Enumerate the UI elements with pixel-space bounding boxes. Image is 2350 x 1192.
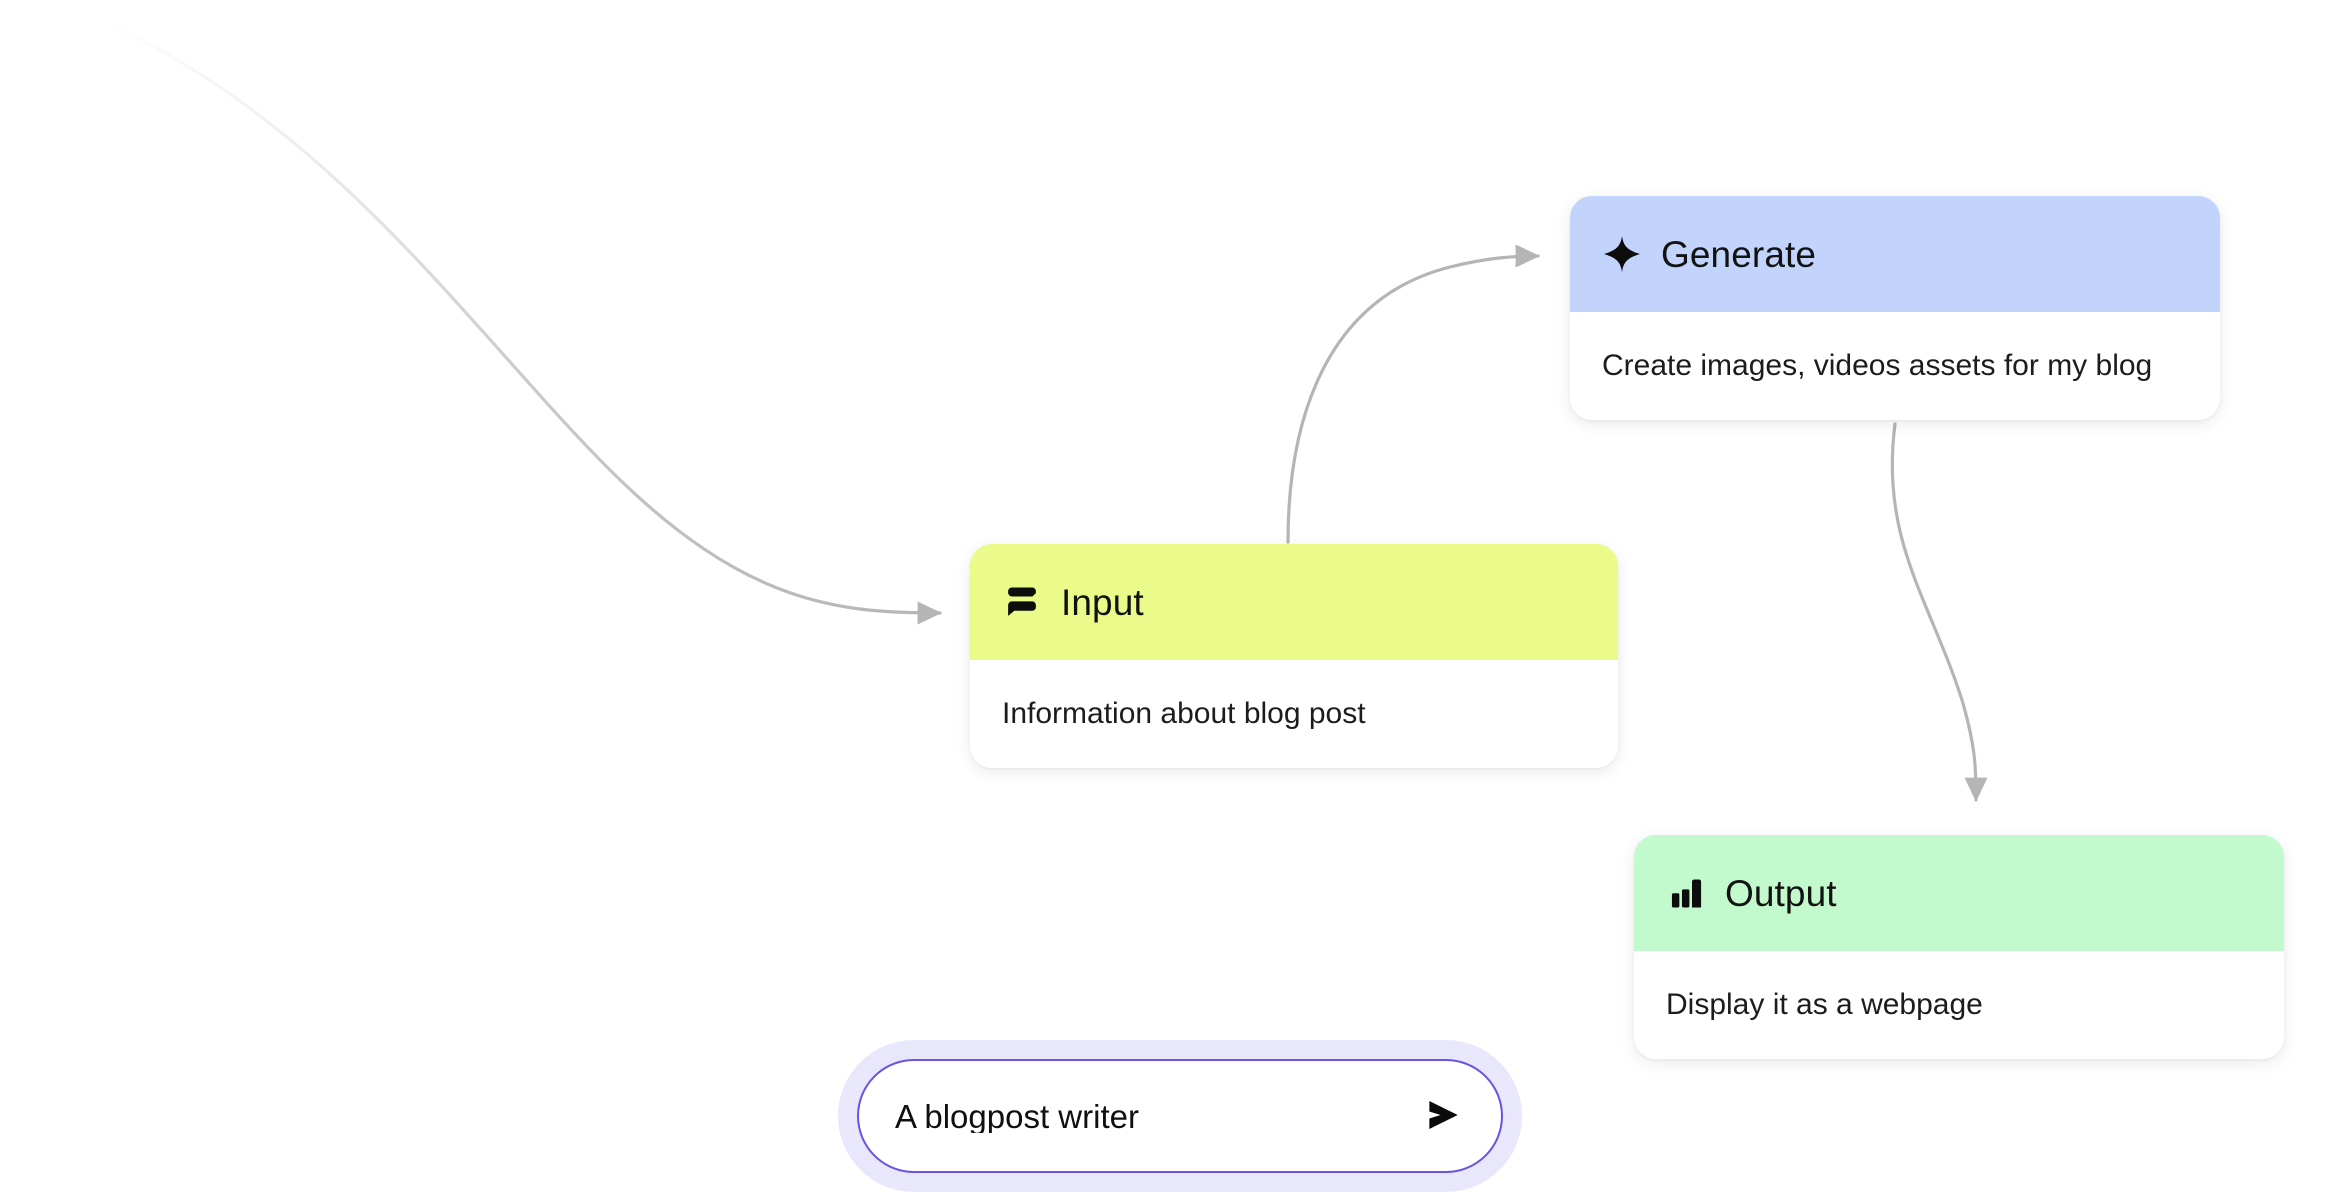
prompt-bar-halo: A blogpost writer bbox=[838, 1040, 1522, 1192]
node-body-output: Display it as a webpage bbox=[1634, 951, 2284, 1059]
node-title-input: Input bbox=[1061, 581, 1144, 623]
flow-node-generate[interactable]: Generate Create images, videos assets fo… bbox=[1570, 196, 2220, 420]
node-description-generate: Create images, videos assets for my blog bbox=[1602, 349, 2153, 382]
node-title-generate: Generate bbox=[1661, 233, 1817, 275]
node-description-output: Display it as a webpage bbox=[1666, 988, 1983, 1021]
chat-lines-icon bbox=[1002, 582, 1042, 622]
node-header-input[interactable]: Input bbox=[970, 544, 1618, 660]
prompt-bar[interactable]: A blogpost writer bbox=[857, 1059, 1503, 1173]
bar-chart-icon bbox=[1666, 873, 1706, 913]
edge-input-to-generate bbox=[1286, 244, 1540, 544]
send-button[interactable] bbox=[1418, 1091, 1468, 1141]
node-description-input: Information about blog post bbox=[1002, 697, 1366, 730]
send-arrow-icon bbox=[1422, 1094, 1464, 1139]
node-body-generate: Create images, videos assets for my blog bbox=[1570, 312, 2220, 420]
node-title-output: Output bbox=[1725, 872, 1837, 914]
flow-node-output[interactable]: Output Display it as a webpage bbox=[1634, 835, 2284, 1059]
edge-offscreen-to-input bbox=[93, 16, 942, 625]
prompt-input[interactable]: A blogpost writer bbox=[895, 1099, 1139, 1133]
edge-generate-to-output bbox=[1890, 422, 1988, 802]
node-header-generate[interactable]: Generate bbox=[1570, 196, 2220, 312]
flow-node-input[interactable]: Input Information about blog post bbox=[970, 544, 1618, 768]
node-header-output[interactable]: Output bbox=[1634, 835, 2284, 951]
sparkle-icon bbox=[1602, 234, 1642, 274]
node-body-input: Information about blog post bbox=[970, 660, 1618, 768]
